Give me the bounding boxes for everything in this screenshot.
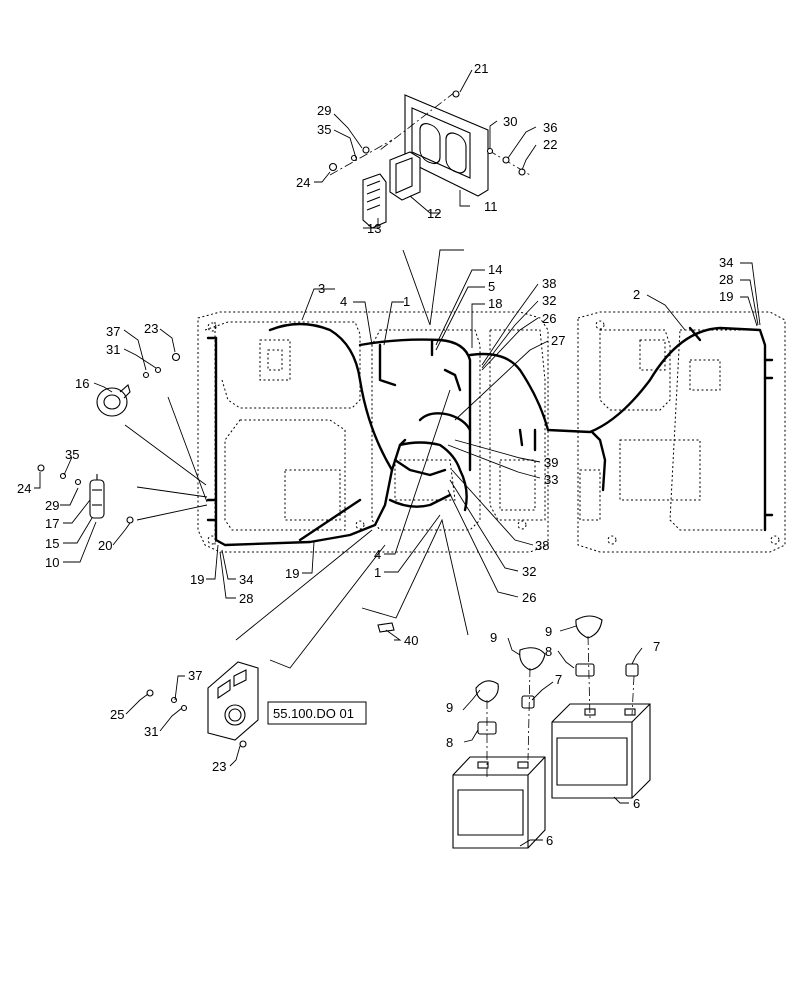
callout-25: 25 xyxy=(110,707,124,722)
callout-35: 35 xyxy=(317,122,331,137)
callout-33: 33 xyxy=(544,472,558,487)
callout-40: 40 xyxy=(404,633,418,648)
callout-9: 9 xyxy=(446,700,453,715)
callout-13: 13 xyxy=(367,221,381,236)
callout-28: 28 xyxy=(239,591,253,606)
callout-1: 1 xyxy=(403,294,410,309)
connector-plug xyxy=(362,173,387,229)
ecu-bracket-assembly xyxy=(328,90,531,229)
callout-35: 35 xyxy=(65,447,79,462)
callout-36: 36 xyxy=(543,120,557,135)
callout-6: 6 xyxy=(633,796,640,811)
callout-2: 2 xyxy=(633,287,640,302)
callout-26: 26 xyxy=(542,311,556,326)
callout-20: 20 xyxy=(98,538,112,553)
callout-32: 32 xyxy=(522,564,536,579)
callout-15: 15 xyxy=(45,536,59,551)
callout-14: 14 xyxy=(488,262,502,277)
callout-5: 5 xyxy=(488,279,495,294)
control-module xyxy=(389,151,421,201)
callout-24: 24 xyxy=(296,175,310,190)
callout-19: 19 xyxy=(719,289,733,304)
callout-23: 23 xyxy=(212,759,226,774)
battery-left xyxy=(452,756,546,849)
callout-28: 28 xyxy=(719,272,733,287)
battery-terminals-covers xyxy=(475,615,639,780)
callout-7: 7 xyxy=(653,639,660,654)
callout-37: 37 xyxy=(188,668,202,683)
callout-4: 4 xyxy=(340,294,347,309)
callout-21: 21 xyxy=(474,61,488,76)
callout-9: 9 xyxy=(490,630,497,645)
battery-right xyxy=(551,703,651,799)
callout-3: 3 xyxy=(318,281,325,296)
callout-34: 34 xyxy=(239,572,253,587)
callout-34: 34 xyxy=(719,255,733,270)
callout-16: 16 xyxy=(75,376,89,391)
cab-floor-outline xyxy=(197,311,786,553)
fuse-board xyxy=(146,661,259,748)
callout-8: 8 xyxy=(545,644,552,659)
callout-1: 1 xyxy=(374,565,381,580)
callout-17: 17 xyxy=(45,516,59,531)
horn xyxy=(96,352,181,417)
callout-11: 11 xyxy=(484,199,498,214)
callout-27: 27 xyxy=(551,333,565,348)
callout-37: 37 xyxy=(106,324,120,339)
callout-31: 31 xyxy=(106,342,120,357)
callout-22: 22 xyxy=(543,137,557,152)
callout-30: 30 xyxy=(503,114,517,129)
relay-cylinder xyxy=(37,464,134,524)
callout-7: 7 xyxy=(555,672,562,687)
callout-4: 4 xyxy=(374,547,381,562)
wiring-harness-2 xyxy=(468,326,774,532)
reference-link-box[interactable]: 55.100.DO 01 xyxy=(267,701,367,725)
callout-32: 32 xyxy=(542,293,556,308)
callout-6: 6 xyxy=(546,833,553,848)
callout-38: 38 xyxy=(542,276,556,291)
wiring-harness-4 xyxy=(358,338,472,512)
callout-23: 23 xyxy=(144,321,158,336)
callout-8: 8 xyxy=(446,735,453,750)
callout-19: 19 xyxy=(285,566,299,581)
callout-29: 29 xyxy=(45,498,59,513)
wiring-harness-3 xyxy=(206,322,407,547)
callout-29: 29 xyxy=(317,103,331,118)
callout-39: 39 xyxy=(544,455,558,470)
callout-26: 26 xyxy=(522,590,536,605)
callout-18: 18 xyxy=(488,296,502,311)
callout-38: 38 xyxy=(535,538,549,553)
callout-9: 9 xyxy=(545,624,552,639)
callout-31: 31 xyxy=(144,724,158,739)
callout-labels: 21 29 35 30 36 22 24 12 11 13 14 5 18 38… xyxy=(17,61,733,848)
label-tag xyxy=(377,622,395,633)
callout-12: 12 xyxy=(427,206,441,221)
leader-lines xyxy=(34,69,761,847)
callout-19: 19 xyxy=(190,572,204,587)
reference-link-label[interactable]: 55.100.DO 01 xyxy=(273,706,354,721)
callout-24: 24 xyxy=(17,481,31,496)
callout-10: 10 xyxy=(45,555,59,570)
